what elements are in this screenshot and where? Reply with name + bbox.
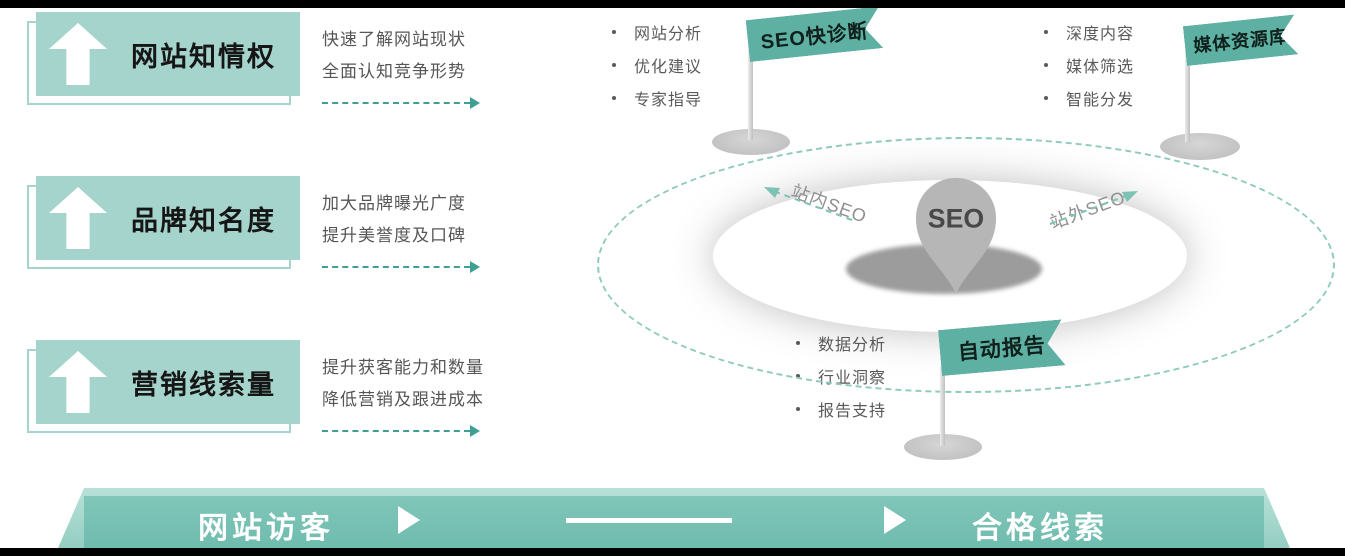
onsite-dashed-arrow-icon (764, 187, 853, 221)
offsite-dashed-arrow-icon (1049, 191, 1138, 225)
desc-line: 快速了解网站现状 (322, 30, 466, 49)
feature-title: 营销线索量 (131, 369, 276, 400)
feature-box: 品牌知名度 (36, 176, 300, 260)
bullet-item: 网站分析 (612, 15, 702, 48)
bullet-item: 智能分发 (1044, 81, 1134, 114)
flag-pole (1185, 50, 1190, 142)
bullet-label: 优化建议 (634, 58, 703, 76)
up-arrow-icon (49, 23, 107, 85)
bullet-dot-icon (612, 62, 616, 67)
flag-pole (940, 366, 945, 446)
up-arrow-icon (49, 187, 107, 249)
bullet-label: 报告支持 (818, 402, 887, 420)
desc-line: 提升美誉度及口碑 (322, 226, 466, 245)
bullet-label: 智能分发 (1066, 91, 1135, 109)
bullet-list-seo-quick-check: 网站分析 优化建议 专家指导 (612, 15, 702, 114)
bullet-item: 深度内容 (1044, 15, 1134, 48)
feature-desc: 快速了解网站现状 全面认知竞争形势 (322, 12, 480, 109)
banner-line (566, 518, 732, 523)
bullet-item: 媒体筛选 (1044, 48, 1134, 81)
dashed-arrow-icon (322, 261, 480, 273)
play-arrow-icon (398, 506, 420, 534)
flag-seo-quick-check: SEO快诊断 (746, 6, 884, 62)
pin-label: SEO (928, 203, 984, 233)
feature-title: 网站知情权 (131, 41, 276, 72)
play-arrow-icon (884, 506, 906, 534)
top-edge-bar (0, 0, 1345, 8)
bullet-dot-icon (612, 29, 616, 34)
bullet-dot-icon (1044, 95, 1048, 100)
desc-line: 降低营销及跟进成本 (322, 390, 484, 409)
bottom-edge-bar (0, 548, 1345, 556)
desc-line: 加大品牌曝光广度 (322, 194, 466, 213)
bullet-label: 网站分析 (634, 25, 703, 43)
bullet-dot-icon (612, 95, 616, 100)
flag-pole (748, 44, 753, 140)
feature-box: 营销线索量 (36, 340, 300, 424)
seo-map-pin-icon: SEO (915, 177, 997, 295)
bullet-label: 专家指导 (634, 91, 703, 109)
bullet-dot-icon (1044, 62, 1048, 67)
flag-media-library: 媒体资源库 (1183, 15, 1299, 66)
banner-right-label: 合格线索 (972, 512, 1108, 545)
dashed-arrow-icon (322, 425, 480, 437)
feature-box: 网站知情权 (36, 12, 300, 96)
dashed-orbit-ellipse (597, 137, 1335, 393)
bullet-label: 媒体筛选 (1066, 58, 1135, 76)
up-arrow-icon (49, 351, 107, 413)
feature-brand-awareness: 品牌知名度 加大品牌曝光广度 提升美誉度及口碑 (27, 176, 480, 273)
bullet-item: 专家指导 (612, 81, 702, 114)
dashed-arrow-icon (322, 97, 480, 109)
feature-desc: 提升获客能力和数量 降低营销及跟进成本 (322, 340, 484, 437)
bullet-list-media-library: 深度内容 媒体筛选 智能分发 (1044, 15, 1134, 114)
banner-left-label: 网站访客 (198, 512, 334, 545)
feature-title: 品牌知名度 (131, 205, 276, 236)
desc-line: 全面认知竞争形势 (322, 62, 466, 81)
desc-line: 提升获客能力和数量 (322, 358, 484, 377)
bullet-dot-icon (1044, 29, 1048, 34)
feature-website-insight: 网站知情权 快速了解网站现状 全面认知竞争形势 (27, 12, 480, 109)
feature-desc: 加大品牌曝光广度 提升美誉度及口碑 (322, 176, 480, 273)
feature-marketing-leads: 营销线索量 提升获客能力和数量 降低营销及跟进成本 (27, 340, 484, 437)
bullet-item: 优化建议 (612, 48, 702, 81)
flag-base (1160, 133, 1240, 160)
bullet-label: 深度内容 (1066, 25, 1135, 43)
bullet-item: 报告支持 (796, 392, 886, 425)
bullet-dot-icon (796, 406, 800, 411)
